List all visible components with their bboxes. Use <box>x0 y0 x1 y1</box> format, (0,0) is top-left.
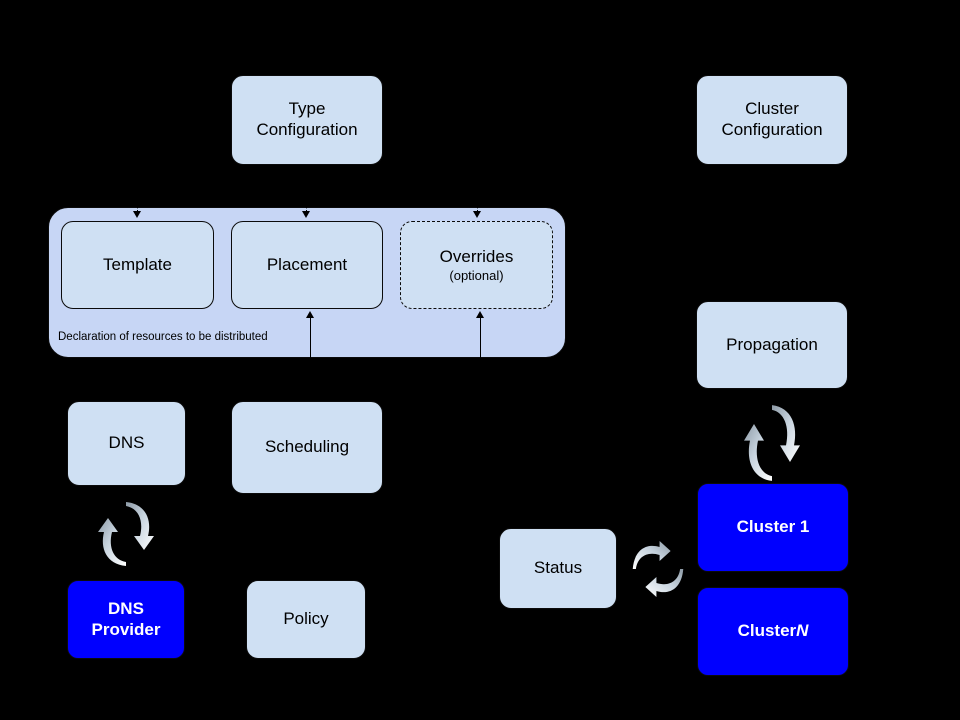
node-propagation[interactable]: Propagation <box>696 301 848 389</box>
node-status[interactable]: Status <box>499 528 617 609</box>
node-template[interactable]: Template <box>61 221 214 309</box>
node-dns-provider[interactable]: DNS Provider <box>67 580 185 659</box>
group-caption: Declaration of resources to be distribut… <box>58 331 268 343</box>
connector-typeconfig-template <box>137 196 138 213</box>
node-cluster-configuration[interactable]: Cluster Configuration <box>696 75 848 165</box>
node-cluster-n[interactable]: Cluster N <box>697 587 849 676</box>
connector-typeconfig-overrides <box>477 196 478 213</box>
sync-icon-propagation <box>734 398 810 488</box>
arrowhead-overrides <box>473 211 481 218</box>
connector-typeconfig-placement <box>306 196 307 213</box>
node-scheduling[interactable]: Scheduling <box>231 401 383 494</box>
arrowhead-placement <box>302 211 310 218</box>
sync-icon-status <box>628 531 688 607</box>
arrowhead-overrides-up <box>476 311 484 318</box>
node-type-configuration[interactable]: Type Configuration <box>231 75 383 165</box>
node-cluster-1[interactable]: Cluster 1 <box>697 483 849 572</box>
arrowhead-placement-up <box>306 311 314 318</box>
connector-policy-overrides <box>480 315 482 359</box>
node-policy[interactable]: Policy <box>246 580 366 659</box>
node-overrides[interactable]: Overrides (optional) <box>400 221 553 309</box>
sync-icon-dns <box>88 496 164 572</box>
node-overrides-sublabel: (optional) <box>449 267 504 283</box>
node-cluster-n-suffix: N <box>796 621 809 641</box>
node-placement[interactable]: Placement <box>231 221 383 309</box>
node-cluster-n-prefix: Cluster <box>737 621 797 641</box>
arrowhead-template <box>133 211 141 218</box>
node-overrides-label: Overrides <box>439 246 514 266</box>
node-dns[interactable]: DNS <box>67 401 186 486</box>
connector-scheduling-placement <box>310 315 312 359</box>
